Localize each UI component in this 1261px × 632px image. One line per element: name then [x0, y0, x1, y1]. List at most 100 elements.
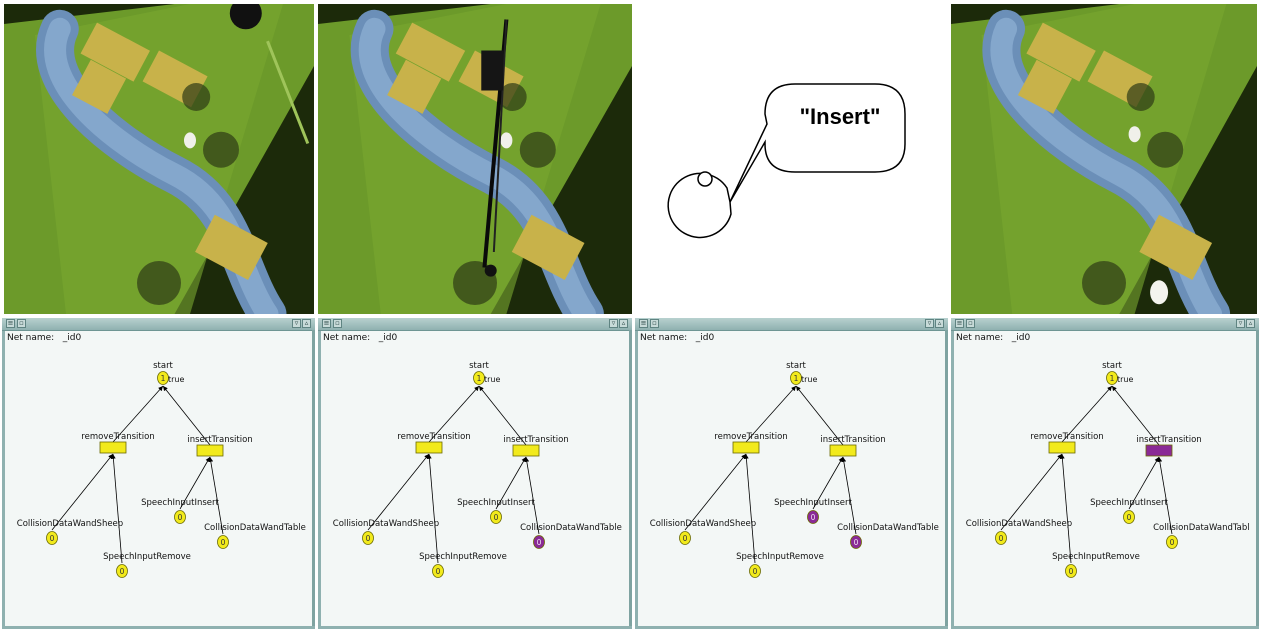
window-titlebar[interactable]: ≡▫ ▿▵: [318, 318, 632, 331]
petri-arc: [1111, 385, 1160, 446]
window-titlebar[interactable]: ≡▫ ▿▵: [2, 318, 315, 331]
window-edge-scrollbar[interactable]: [629, 330, 632, 626]
speaker-eye-icon: [697, 171, 713, 187]
place-token-count: 0: [683, 534, 688, 543]
transition-label: insertTransition: [187, 435, 252, 445]
place-start[interactable]: [157, 371, 169, 385]
net-name-label: Net name: _id0: [640, 333, 715, 343]
petri-arc: [841, 456, 857, 535]
place-token-count: 0: [221, 538, 226, 547]
minimize-icon[interactable]: ▿: [925, 319, 934, 328]
place-SpeechInputRemove[interactable]: [432, 564, 444, 578]
petri-arc: [795, 385, 844, 446]
menu-icon[interactable]: ≡: [6, 319, 15, 328]
place-token-count: 0: [50, 534, 55, 543]
place-SpeechInputInsert[interactable]: [174, 510, 186, 524]
window-edge-scrollbar[interactable]: [1256, 330, 1259, 626]
place-SpeechInputRemove[interactable]: [749, 564, 761, 578]
place-CollisionDataWandSheep[interactable]: [362, 531, 374, 545]
place-token-count: 0: [436, 567, 441, 576]
maximize-icon[interactable]: ▵: [935, 319, 944, 328]
place-CollisionDataWandTable[interactable]: [850, 535, 862, 549]
place-token-count: 0: [811, 513, 816, 522]
menu-icon[interactable]: ≡: [322, 319, 331, 328]
transition-insertTransition[interactable]: [1145, 444, 1173, 457]
petri-arc: [812, 456, 844, 510]
petri-arc: [744, 453, 756, 564]
place-marking: true: [168, 375, 184, 384]
place-token-count: 0: [1170, 538, 1175, 547]
shade-icon[interactable]: ▫: [966, 319, 975, 328]
place-label: CollisionDataWandTable: [520, 523, 622, 533]
place-token-count: 0: [494, 513, 499, 522]
transition-insertTransition[interactable]: [829, 444, 857, 457]
shade-icon[interactable]: ▫: [650, 319, 659, 328]
window-titlebar[interactable]: ≡▫ ▿▵: [951, 318, 1259, 331]
place-label: SpeechInputRemove: [736, 552, 824, 562]
petri-arc: [208, 456, 224, 535]
maximize-icon[interactable]: ▵: [1246, 319, 1255, 328]
window-edge-scrollbar[interactable]: [312, 330, 315, 626]
place-token-count: 0: [999, 534, 1004, 543]
petri-arc: [111, 453, 123, 564]
window-titlebar[interactable]: ≡▫ ▿▵: [635, 318, 948, 331]
shade-icon[interactable]: ▫: [333, 319, 342, 328]
transition-label: insertTransition: [503, 435, 568, 445]
transition-insertTransition[interactable]: [512, 444, 540, 457]
place-label: SpeechInputInsert: [1090, 498, 1168, 508]
place-CollisionDataWandSheep[interactable]: [995, 531, 1007, 545]
place-start[interactable]: [1106, 371, 1118, 385]
terrain-scene: [4, 4, 314, 314]
place-SpeechInputInsert[interactable]: [807, 510, 819, 524]
window-edge-scrollbar[interactable]: [945, 330, 948, 626]
place-CollisionDataWandTable[interactable]: [217, 535, 229, 549]
place-CollisionDataWandSheep[interactable]: [46, 531, 58, 545]
net-name-label: Net name: _id0: [956, 333, 1031, 343]
petri-arc: [495, 456, 527, 510]
place-SpeechInputInsert[interactable]: [490, 510, 502, 524]
petri-arc: [478, 385, 527, 446]
place-start[interactable]: [473, 371, 485, 385]
minimize-icon[interactable]: ▿: [609, 319, 618, 328]
shade-icon[interactable]: ▫: [17, 319, 26, 328]
maximize-icon[interactable]: ▵: [619, 319, 628, 328]
transition-removeTransition[interactable]: [99, 441, 127, 454]
place-start[interactable]: [790, 371, 802, 385]
transition-label: insertTransition: [1136, 435, 1201, 445]
minimize-icon[interactable]: ▿: [292, 319, 301, 328]
place-label: SpeechInputRemove: [419, 552, 507, 562]
place-SpeechInputRemove[interactable]: [116, 564, 128, 578]
petri-arc: [524, 456, 540, 535]
minimize-icon[interactable]: ▿: [1236, 319, 1245, 328]
transition-removeTransition[interactable]: [1048, 441, 1076, 454]
place-CollisionDataWandTable[interactable]: [533, 535, 545, 549]
transition-label: insertTransition: [820, 435, 885, 445]
place-CollisionDataWandSheep[interactable]: [679, 531, 691, 545]
place-label: CollisionDataWandSheep: [333, 519, 439, 529]
place-label: SpeechInputRemove: [103, 552, 191, 562]
place-CollisionDataWandTable[interactable]: [1166, 535, 1178, 549]
petri-arc: [162, 385, 211, 446]
place-SpeechInputRemove[interactable]: [1065, 564, 1077, 578]
petri-arc: [745, 385, 797, 443]
maximize-icon[interactable]: ▵: [302, 319, 311, 328]
transition-removeTransition[interactable]: [415, 441, 443, 454]
petri-arc: [684, 453, 747, 531]
net-name-label: Net name: _id0: [323, 333, 398, 343]
menu-icon[interactable]: ≡: [639, 319, 648, 328]
place-token-count: 0: [537, 538, 542, 547]
place-label: start: [469, 361, 489, 371]
place-token-count: 1: [1110, 374, 1115, 383]
menu-icon[interactable]: ≡: [955, 319, 964, 328]
place-label: start: [786, 361, 806, 371]
transition-insertTransition[interactable]: [196, 444, 224, 457]
video-frame-1: [4, 4, 314, 314]
transition-removeTransition[interactable]: [732, 441, 760, 454]
place-token-count: 0: [1127, 513, 1132, 522]
place-label: SpeechInputInsert: [141, 498, 219, 508]
place-SpeechInputInsert[interactable]: [1123, 510, 1135, 524]
